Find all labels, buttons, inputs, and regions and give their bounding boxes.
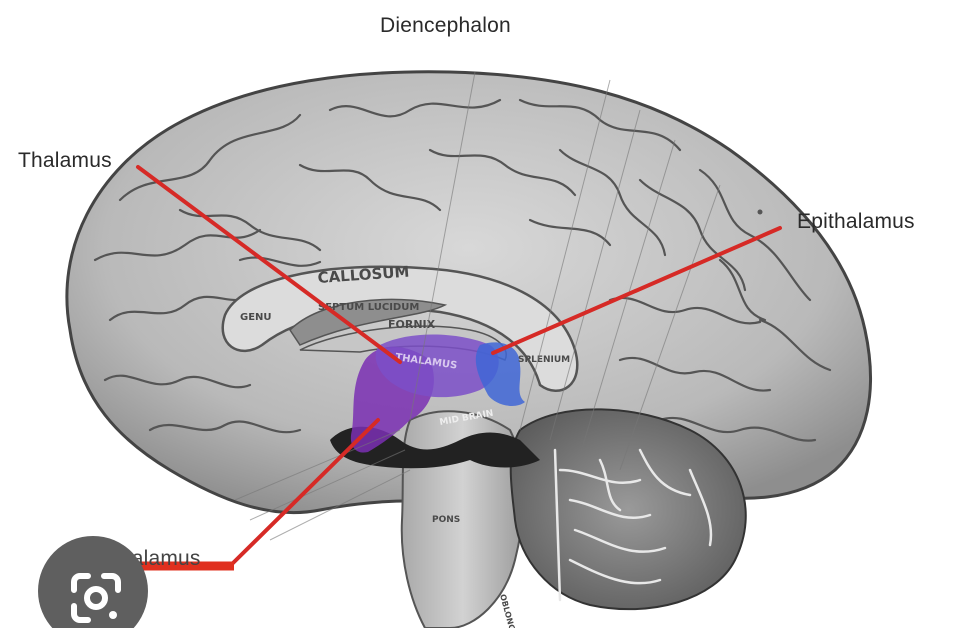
fornix-label: FORNIX [388,318,436,331]
splenium-label: SPLENIUM [518,355,570,365]
section-lines [234,71,721,541]
thalamus-pointer [136,165,402,364]
thalamus-region [375,334,499,398]
diagram-title: Diencephalon [380,14,511,37]
epithalamus-label: Epithalamus [797,210,915,233]
septum-label: SEPTUM LUCIDUM [318,302,419,313]
pons-label: PONS [432,515,460,525]
pointer-lines [136,165,782,566]
thalamus-label: Thalamus [18,149,112,172]
epithalamus-dot [757,209,763,215]
google-lens-icon [71,573,121,623]
hypothalamus-pointer [230,418,380,566]
google-lens-button[interactable] [38,536,148,628]
oblongata-label: OBLONGATA [498,593,521,628]
epithalamus-pointer [491,226,782,355]
arbor-vitae [553,448,713,602]
genu-label: GENU [240,312,272,323]
epithalamus-region [475,342,525,406]
